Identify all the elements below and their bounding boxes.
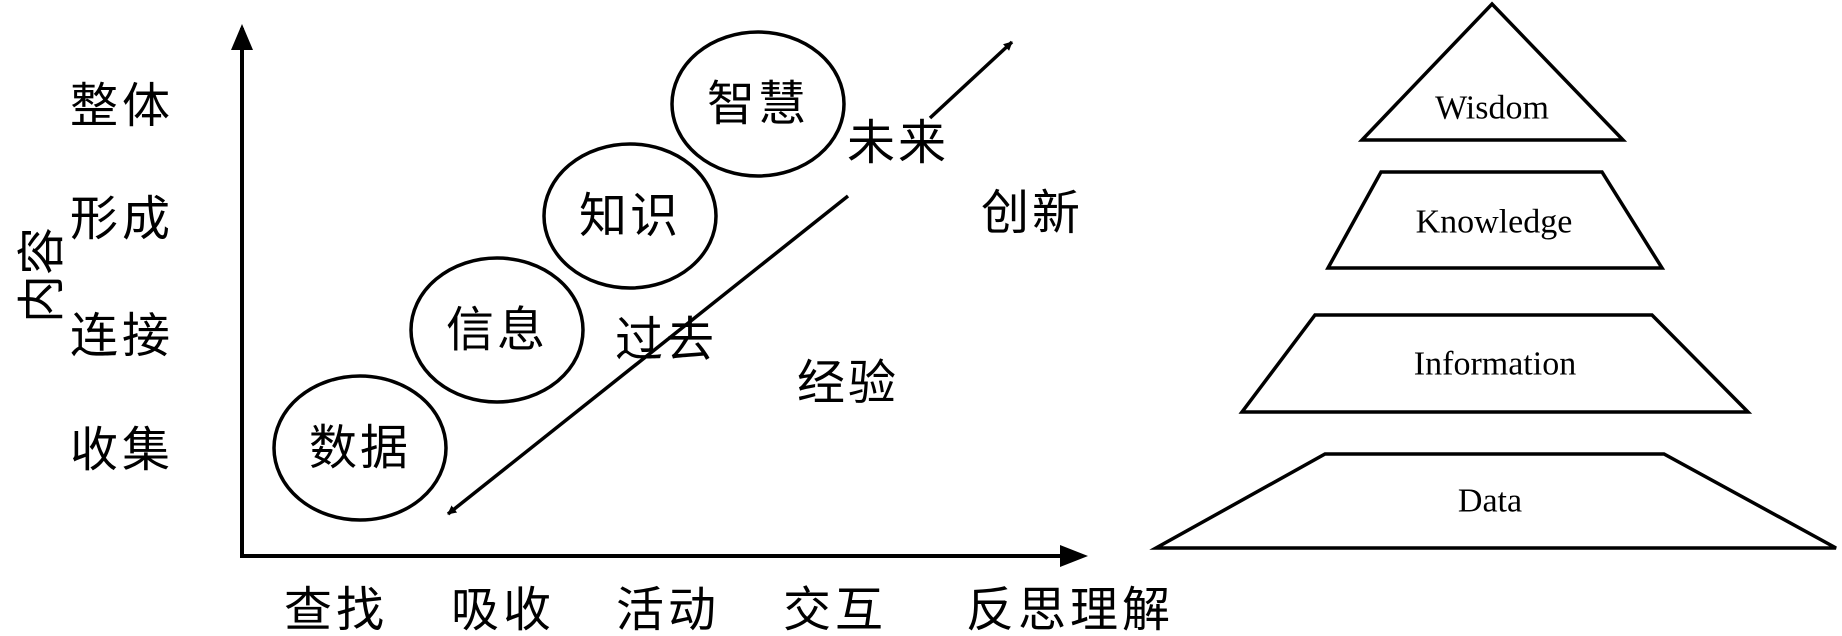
x-axis-labels: 查找 吸收 活动 交互 反思理解	[284, 582, 1174, 636]
time-arrows	[446, 40, 1014, 516]
label-future: 未来	[847, 115, 949, 171]
future-arrow	[928, 40, 1014, 120]
pyramid-label-wisdom: Wisdom	[1435, 90, 1549, 127]
past-arrow	[446, 194, 850, 516]
dikw-ellipses: 数据 信息 知识 智慧	[272, 30, 846, 522]
x-axis-arrowhead	[1060, 545, 1088, 567]
x-label-search: 查找	[284, 582, 388, 636]
arrow-labels: 未来 创新 过去 经验	[615, 115, 1083, 411]
y-label-connect: 连接	[70, 308, 174, 364]
ellipse-information	[409, 256, 585, 404]
ellipse-wisdom-label: 智慧	[707, 76, 809, 132]
ellipse-knowledge	[542, 142, 718, 290]
y-label-whole: 整体	[70, 78, 174, 134]
y-axis-labels: 整体 形成 连接 收集	[70, 78, 174, 478]
pyramid-level-wisdom	[1357, 1, 1628, 142]
pyramid-label-data: Data	[1458, 483, 1522, 520]
pyramid-label-information: Information	[1414, 346, 1576, 383]
x-label-absorb: 吸收	[451, 582, 555, 636]
ellipse-data	[272, 374, 448, 522]
dikw-pyramid: Wisdom Knowledge Information Data	[1149, 1, 1837, 550]
x-label-activity: 活动	[616, 582, 720, 636]
pyramid-label-knowledge: Knowledge	[1416, 204, 1573, 241]
label-experience: 经验	[797, 355, 899, 411]
ellipse-data-label: 数据	[309, 420, 411, 476]
y-label-form: 形成	[70, 191, 174, 247]
y-axis-title-text: 内容	[14, 227, 70, 323]
ellipse-information-label: 信息	[446, 302, 548, 358]
pyramid-level-information	[1238, 313, 1753, 414]
pyramid-level-knowledge	[1325, 170, 1666, 270]
label-past: 过去	[615, 312, 717, 368]
y-axis-arrowhead	[231, 24, 253, 50]
label-innovation: 创新	[981, 185, 1083, 241]
y-axis-title: 内容	[14, 227, 70, 323]
ellipse-knowledge-label: 知识	[579, 188, 681, 244]
y-label-collect: 收集	[70, 422, 174, 478]
pyramid-level-data	[1149, 452, 1837, 550]
x-label-reflect: 反思理解	[966, 582, 1174, 636]
x-label-interact: 交互	[783, 582, 887, 636]
axes	[231, 24, 1088, 567]
ellipse-wisdom	[670, 30, 846, 178]
